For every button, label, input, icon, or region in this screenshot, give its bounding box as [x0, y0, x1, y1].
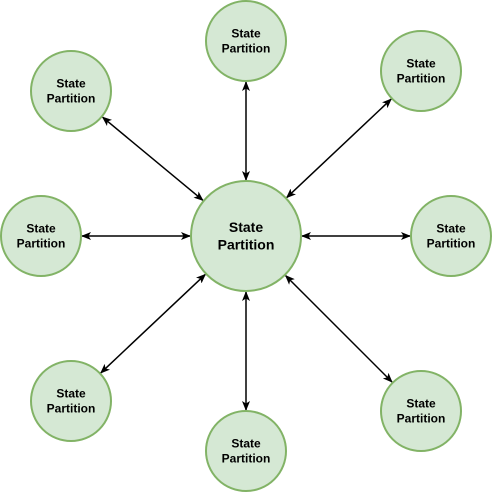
node-circle-top-right — [380, 30, 462, 112]
node-circle-bottom-left — [30, 360, 112, 442]
edge-center-to-top-left — [101, 116, 204, 201]
node-label-top-line2: Partition — [222, 42, 271, 56]
node-circle-top-left — [30, 50, 112, 132]
node-label-bottom-left-line2: Partition — [47, 402, 96, 416]
node-circle-top — [205, 0, 287, 82]
node-label-left-line2: Partition — [17, 237, 66, 251]
edges — [81, 81, 411, 411]
node-label-bottom-left-line1: State — [56, 387, 86, 401]
node-circle-left — [0, 195, 82, 277]
node-label-top-left-line1: State — [56, 77, 86, 91]
edge-center-to-top-right — [285, 98, 392, 199]
node-label-top-right-line1: State — [406, 57, 436, 71]
node-label-top-line1: State — [231, 27, 261, 41]
node-label-right-line2: Partition — [427, 237, 476, 251]
node-circle-bottom-right — [380, 370, 462, 452]
node-label-top-left-line2: Partition — [47, 92, 96, 106]
node-label-center-line2: Partition — [218, 237, 275, 253]
node-label-bottom-line2: Partition — [222, 452, 271, 466]
node-label-bottom-right-line1: State — [406, 397, 436, 411]
node-label-left-line1: State — [26, 222, 56, 236]
node-label-right-line1: State — [436, 222, 466, 236]
node-label-center-line1: State — [229, 219, 263, 235]
edge-center-to-bottom-left — [100, 273, 207, 374]
node-label-top-right-line2: Partition — [397, 72, 446, 86]
edge-center-to-bottom-right — [284, 274, 393, 383]
node-circle-center — [190, 180, 302, 292]
node-circle-bottom — [205, 410, 287, 492]
node-label-bottom-right-line2: Partition — [397, 412, 446, 426]
node-label-bottom-line1: State — [231, 437, 261, 451]
node-circle-right — [410, 195, 492, 277]
